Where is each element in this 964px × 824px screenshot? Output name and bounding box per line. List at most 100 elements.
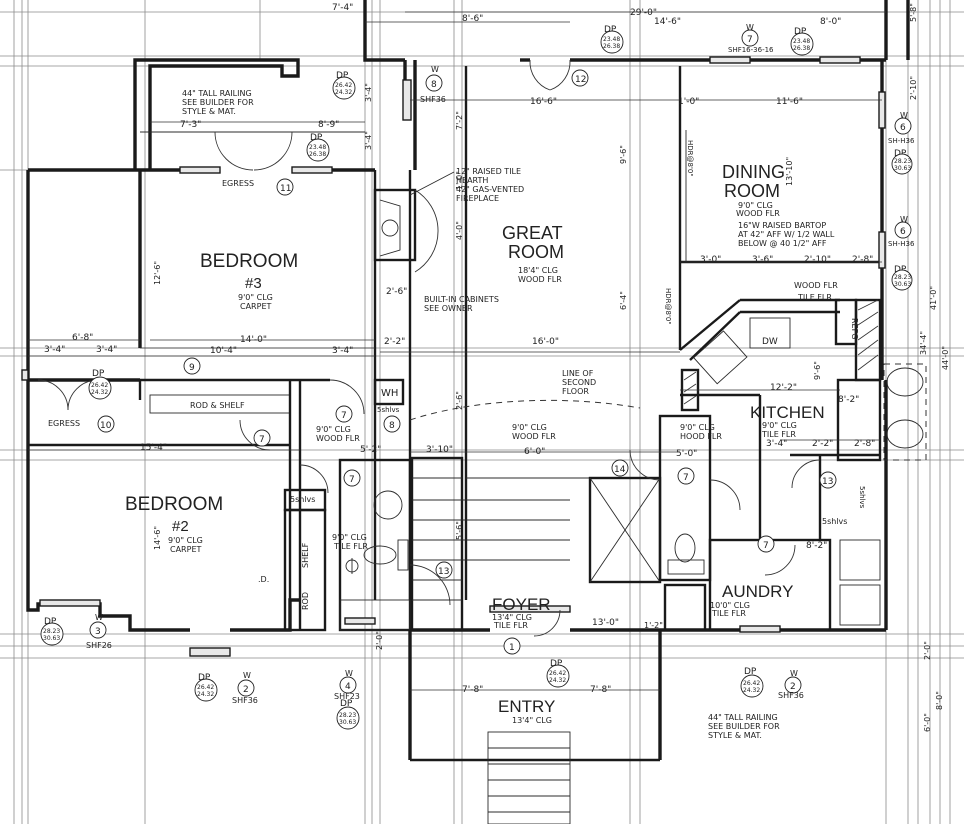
- dimension: 2'-2": [384, 337, 405, 347]
- dimension: 2'-0": [375, 631, 384, 650]
- door-number: 7: [335, 405, 353, 423]
- dimension: 1'-0": [455, 171, 464, 190]
- laundry-ceiling: 10'0" CLG: [710, 601, 750, 610]
- svg-text:SH-H36: SH-H36: [888, 137, 915, 145]
- svg-text:3: 3: [95, 627, 101, 637]
- dp-tag: DP 26.42 24.32: [88, 369, 112, 400]
- dimension: 8'-0": [820, 17, 841, 27]
- window-tag: W 7 SHF16-36-16: [728, 23, 774, 54]
- door-number: 14: [611, 459, 629, 477]
- svg-text:23.48: 23.48: [793, 38, 810, 45]
- window-tag: W 3 SHF26: [86, 613, 112, 650]
- kitchen-ceiling: 9'0" CLG: [762, 421, 797, 430]
- dimension: 8'-6": [462, 14, 483, 24]
- svg-text:7: 7: [349, 475, 355, 485]
- dimension: 5'-8": [909, 3, 918, 22]
- svg-text:DP: DP: [550, 659, 563, 669]
- foyer-floor: TILE FLR: [493, 621, 528, 630]
- door-number: 7: [253, 429, 271, 447]
- bath-floor: TILE FLR: [333, 542, 368, 551]
- door-number: 9: [183, 357, 201, 375]
- dining-floor: WOOD FLR: [736, 209, 780, 218]
- dishwasher-label: DW: [762, 337, 778, 347]
- dimension: 2'-2": [812, 439, 833, 449]
- svg-text:7: 7: [763, 541, 769, 551]
- window: [189, 647, 231, 657]
- svg-text:SHF36: SHF36: [420, 95, 446, 104]
- svg-text:7: 7: [259, 435, 265, 445]
- svg-text:30.63: 30.63: [894, 165, 911, 172]
- dimension: 15'-4": [140, 443, 167, 453]
- dp-tag: DP 26.42 24.32: [332, 71, 356, 100]
- window: [739, 625, 781, 633]
- tile-floor-label: TILE FLR: [797, 293, 832, 302]
- dp-tag: DP 28.23 30.63: [40, 617, 64, 646]
- window: [878, 91, 886, 129]
- window-tag: W 6 SH-H36: [888, 111, 915, 145]
- door-number: 12: [571, 69, 589, 87]
- svg-text:W: W: [746, 23, 754, 32]
- windows: [21, 56, 886, 657]
- dimension: 2'-8": [854, 439, 875, 449]
- second-floor-note-2: SECOND: [562, 378, 596, 387]
- svg-text:6: 6: [900, 123, 906, 133]
- door-number: 1: [503, 637, 521, 655]
- dimension: 29'-0": [630, 8, 657, 18]
- svg-text:23.48: 23.48: [309, 144, 326, 151]
- dining-ceiling: 9'0" CLG: [738, 201, 773, 210]
- dimension: 7'-3": [180, 120, 201, 130]
- svg-text:11: 11: [280, 184, 291, 194]
- dimension: 9'-6": [813, 361, 822, 380]
- svg-text:28.23: 28.23: [339, 712, 356, 719]
- dimension: 6'-8": [72, 333, 93, 343]
- dimension: 7'-4": [332, 3, 353, 13]
- dp-tag: DP 28.23 30.63: [336, 699, 360, 730]
- egress-label-1: EGRESS: [222, 179, 254, 188]
- entry-ceiling: 13'4" CLG: [512, 716, 552, 725]
- svg-text:DP: DP: [310, 133, 323, 143]
- laundry-floor: TILE FLR: [711, 609, 746, 618]
- dimension: 7'-8": [462, 685, 483, 695]
- shelves-label: 5shlvs: [858, 486, 866, 509]
- svg-text:W: W: [345, 669, 353, 678]
- window: [709, 56, 751, 64]
- dimension: 6'-0": [524, 447, 545, 457]
- svg-text:DP: DP: [198, 673, 211, 683]
- svg-text:7: 7: [683, 473, 689, 483]
- dimension: 9'-6": [619, 145, 628, 164]
- dp-tag: DP 28.23 30.63: [891, 265, 913, 291]
- svg-text:30.63: 30.63: [339, 719, 356, 726]
- foyer-label: FOYER: [492, 595, 551, 614]
- shelves-label: 5shlvs: [822, 517, 847, 526]
- door-number: 7: [343, 469, 361, 487]
- svg-text:DP: DP: [92, 369, 105, 379]
- rod-label: ROD: [301, 592, 310, 610]
- dimension: 8'-0": [935, 691, 944, 710]
- dp-tag: DP 23.48 26.38: [790, 27, 814, 56]
- door-number: 13: [435, 561, 453, 579]
- dimension: 13'-10": [785, 157, 794, 186]
- dimension: 44'-0": [941, 346, 950, 370]
- dimension: 8'-9": [318, 120, 339, 130]
- svg-text:DP: DP: [604, 25, 617, 35]
- shelf-label: SHELF: [301, 542, 310, 568]
- dimension: 3'-4": [364, 83, 373, 102]
- bedroom2-name: BEDROOM: [125, 494, 223, 515]
- notes: 44" TALL RAILING SEE BUILDER FOR STYLE &…: [48, 89, 866, 740]
- dimension: 41'-0": [929, 286, 938, 310]
- railing-note-bottom-2: SEE BUILDER FOR: [708, 722, 780, 731]
- svg-text:6: 6: [900, 227, 906, 237]
- railing-note-top-1: 44" TALL RAILING: [182, 89, 252, 98]
- svg-text:28.23: 28.23: [894, 158, 911, 165]
- bedroom3-floor: CARPET: [240, 302, 271, 311]
- svg-text:24.32: 24.32: [549, 677, 566, 684]
- svg-text:10: 10: [100, 421, 112, 431]
- dimension: 2'-10": [804, 255, 831, 265]
- door-number: 10: [97, 415, 115, 433]
- svg-text:W: W: [900, 215, 908, 224]
- dp-tag: DP 26.42 24.32: [194, 673, 218, 702]
- dimension: 5'-6": [455, 521, 464, 540]
- bartop-note-2: AT 42" AFF W/ 1/2 WALL: [738, 230, 835, 239]
- window-tag: W 6 SH-H36: [888, 215, 915, 248]
- svg-text:12: 12: [575, 75, 586, 85]
